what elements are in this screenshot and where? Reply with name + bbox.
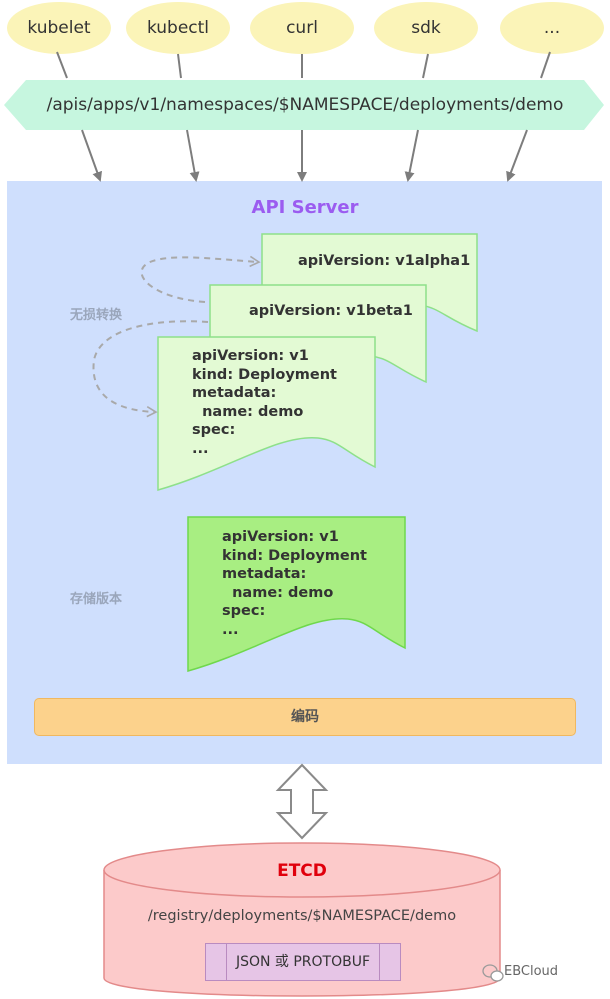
etcd-cylinder-top <box>103 842 501 898</box>
doc-stored-version <box>187 516 406 672</box>
conversion-label: 无损转换 <box>70 308 123 323</box>
encode-bar: 编码 <box>34 698 576 736</box>
client-kubelet: kubelet <box>7 2 111 54</box>
arrow-to-server-4 <box>404 129 419 182</box>
conversion-arrow-upper <box>140 255 261 303</box>
client-line-kubectl <box>177 53 182 79</box>
endpoint-path: /apis/apps/v1/namespaces/$NAMESPACE/depl… <box>46 95 564 115</box>
doc-v1-text: apiVersion: v1 kind: Deployment metadata… <box>192 348 337 457</box>
storage-version-label: 存储版本 <box>70 592 123 607</box>
endpoint-banner <box>4 80 604 130</box>
format-box: JSON 或 PROTOBUF <box>205 943 401 981</box>
watermark: EBCloud <box>504 964 559 979</box>
doc-stored-text: apiVersion: v1 kind: Deployment metadata… <box>222 529 367 638</box>
conversion-arrow-lower <box>92 320 209 418</box>
format-label: JSON 或 PROTOBUF <box>235 954 371 970</box>
client-more: ... <box>500 2 604 54</box>
arrow-to-server-2 <box>186 129 200 182</box>
doc-v1beta1-text: apiVersion: v1beta1 <box>249 303 413 319</box>
etcd-cylinder-body <box>103 870 501 997</box>
double-arrow-icon <box>275 763 329 840</box>
arrow-to-server-1 <box>81 129 102 182</box>
client-line-kubelet <box>56 51 68 79</box>
client-line-more <box>540 51 551 79</box>
api-server-title: API Server <box>251 197 359 218</box>
etcd-path: /registry/deployments/$NAMESPACE/demo <box>147 908 457 924</box>
arrow-to-server-5 <box>506 129 528 182</box>
doc-v1alpha1-text: apiVersion: v1alpha1 <box>298 253 471 269</box>
doc-v1 <box>157 336 376 491</box>
client-kubectl: kubectl <box>126 2 230 54</box>
client-sdk: sdk <box>374 2 478 54</box>
client-line-sdk <box>422 53 429 79</box>
etcd-title: ETCD <box>277 861 327 881</box>
wechat-icon <box>482 964 504 982</box>
client-curl: curl <box>250 2 354 54</box>
